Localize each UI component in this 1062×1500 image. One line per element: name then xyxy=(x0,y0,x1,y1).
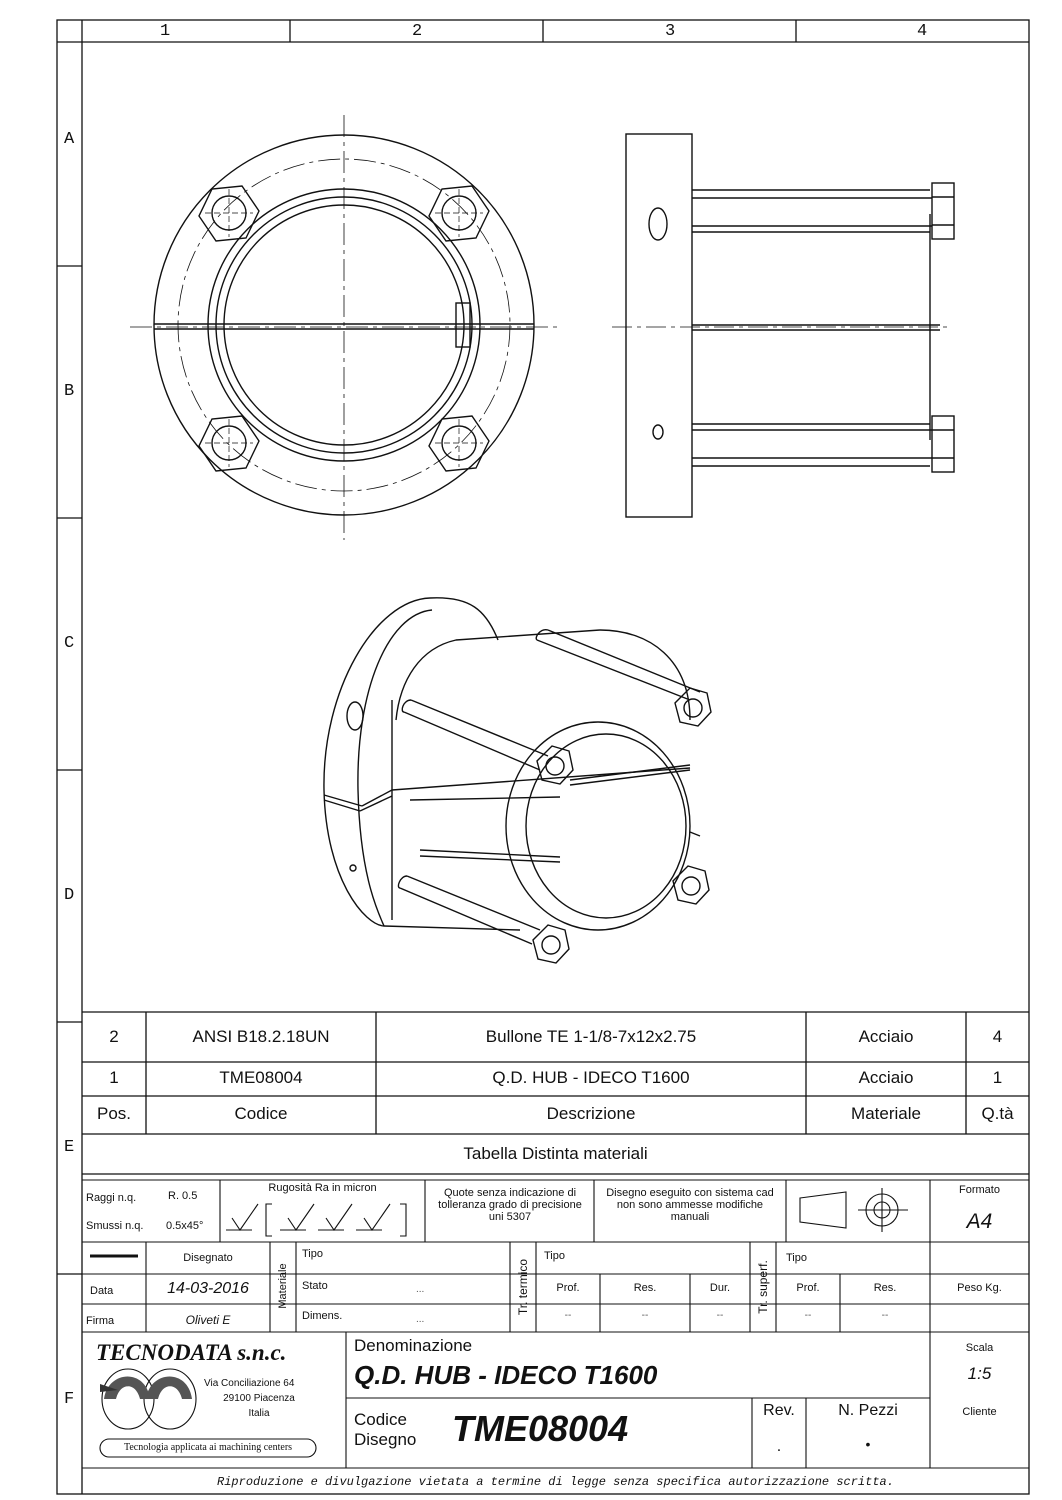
n-pezzi-value: • xyxy=(865,1436,871,1452)
codice-label: Codice xyxy=(354,1410,407,1429)
smussi-label: Smussi n.q. xyxy=(86,1220,144,1232)
termico-prof-label: Prof. xyxy=(556,1282,580,1294)
denominazione-label: Denominazione xyxy=(354,1336,473,1355)
column-label-4: 4 xyxy=(917,22,928,41)
bom-header-description: Descrizione xyxy=(546,1104,636,1123)
bom-row-1-pos: 1 xyxy=(109,1068,119,1087)
bom-table-title: Tabella Distinta materiali xyxy=(463,1144,648,1163)
termico-tipo-label: Tipo xyxy=(544,1250,565,1262)
superf-res-value: -- xyxy=(881,1310,889,1321)
bom-row-1-material: Acciaio xyxy=(858,1068,914,1087)
bom-header-qty: Q.tà xyxy=(981,1104,1014,1123)
drawing-code: TME08004 xyxy=(452,1408,629,1449)
company-address-line1: Via Conciliazione 64 xyxy=(204,1378,295,1389)
bom-row-2-material: Acciaio xyxy=(858,1027,914,1046)
termico-res-label: Res. xyxy=(633,1282,657,1294)
termico-prof-value: -- xyxy=(564,1310,572,1321)
peso-label: Peso Kg. xyxy=(957,1282,1002,1294)
row-label-a: A xyxy=(64,130,75,149)
trattamento-superficiale-vertical-label: Tr. superf. xyxy=(756,1260,770,1314)
materiale-vertical-label: Materiale xyxy=(277,1263,289,1309)
rugosita-label: Rugosità Ra in micron xyxy=(268,1182,377,1194)
termico-dur-value: -- xyxy=(716,1310,724,1321)
bom-row-2-code: ANSI B18.2.18UN xyxy=(192,1027,330,1046)
bom-row-2-description: Bullone TE 1-1/8-7x12x2.75 xyxy=(485,1027,697,1046)
raggi-label: Raggi n.q. xyxy=(86,1192,137,1204)
bom-header-material: Materiale xyxy=(851,1104,921,1123)
tolerance-note: Quote senza indicazione di tolleranza gr… xyxy=(438,1187,582,1223)
materiale-dimens-value: ... xyxy=(416,1314,425,1325)
row-label-c: C xyxy=(64,634,75,653)
company-address-line2: 29100 Piacenza xyxy=(223,1393,295,1404)
scala-label: Scala xyxy=(965,1342,994,1354)
bom-row-1-code: TME08004 xyxy=(219,1068,303,1087)
bom-row-1-qty: 1 xyxy=(992,1068,1003,1087)
bom-row-2-pos: 2 xyxy=(109,1027,119,1046)
raggi-value: R. 0.5 xyxy=(168,1190,198,1202)
materiale-tipo-label: Tipo xyxy=(302,1248,323,1260)
reproduction-notice: Riproduzione e divulgazione vietata a te… xyxy=(217,1475,894,1489)
data-label: Data xyxy=(90,1285,114,1297)
row-label-f: F xyxy=(64,1390,75,1409)
trattamento-termico-vertical-label: Tr. termico xyxy=(516,1258,530,1316)
bom-header-code: Codice xyxy=(234,1104,288,1123)
superf-res-label: Res. xyxy=(873,1282,897,1294)
company-address-line3: Italia xyxy=(248,1408,270,1419)
firma-label: Firma xyxy=(86,1315,115,1327)
superf-prof-value: -- xyxy=(804,1310,812,1321)
row-label-b: B xyxy=(64,382,75,401)
drawing-title: Q.D. HUB - IDECO T1600 xyxy=(354,1360,658,1390)
company-slogan: Tecnologia applicata ai machining center… xyxy=(123,1442,293,1453)
cad-note: Disegno eseguito con sistema cad non son… xyxy=(606,1187,774,1223)
bom-header-pos: Pos. xyxy=(96,1104,132,1123)
scala-value: 1:5 xyxy=(967,1364,992,1383)
firma-value: Oliveti E xyxy=(185,1313,231,1327)
disegnato-label: Disegnato xyxy=(183,1252,233,1264)
formato-value: A4 xyxy=(966,1210,993,1233)
n-pezzi-label: N. Pezzi xyxy=(838,1402,898,1419)
materiale-stato-value: ... xyxy=(416,1284,425,1295)
bom-row-1-description: Q.D. HUB - IDECO T1600 xyxy=(492,1068,690,1087)
column-label-2: 2 xyxy=(412,22,423,41)
superf-tipo-label: Tipo xyxy=(786,1252,807,1264)
disegno-label: Disegno xyxy=(354,1430,417,1449)
smussi-value: 0.5x45° xyxy=(166,1220,204,1232)
rev-value: . xyxy=(776,1438,782,1455)
company-name: TECNODATA s.n.c. xyxy=(96,1340,287,1365)
bom-row-2-qty: 4 xyxy=(992,1027,1003,1046)
formato-label: Formato xyxy=(959,1184,1000,1196)
data-value: 14-03-2016 xyxy=(167,1280,249,1297)
column-label-3: 3 xyxy=(665,22,676,41)
superf-prof-label: Prof. xyxy=(796,1282,820,1294)
column-label-1: 1 xyxy=(160,22,171,41)
materiale-stato-label: Stato xyxy=(302,1280,328,1292)
row-label-d: D xyxy=(64,886,75,905)
termico-res-value: -- xyxy=(641,1310,649,1321)
row-label-e: E xyxy=(64,1138,75,1157)
cliente-label: Cliente xyxy=(962,1406,997,1418)
rev-label: Rev. xyxy=(763,1402,795,1419)
materiale-dimens-label: Dimens. xyxy=(302,1310,343,1322)
termico-dur-label: Dur. xyxy=(709,1282,731,1294)
